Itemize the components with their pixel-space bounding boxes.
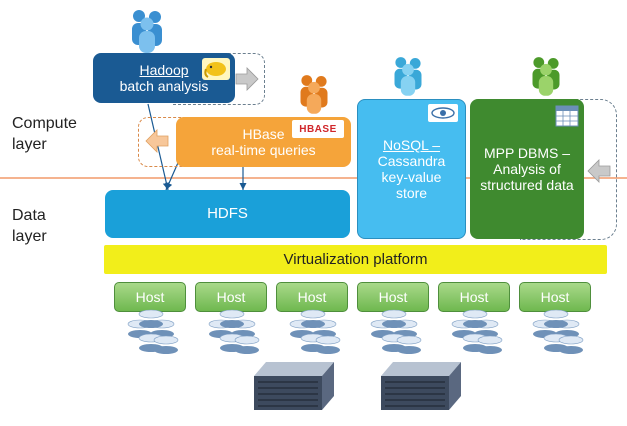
disk-stack-icon bbox=[127, 309, 179, 354]
nosql-line3: key-value bbox=[381, 169, 442, 185]
virtualization-label: Virtualization platform bbox=[283, 250, 428, 268]
disk-stack-icon bbox=[208, 309, 260, 354]
data-layer-label-line2: layer bbox=[12, 227, 47, 245]
hdfs-label: HDFS bbox=[207, 205, 248, 223]
table-grid-icon bbox=[555, 105, 579, 127]
nosql-line1: NoSQL – bbox=[382, 136, 441, 153]
compute-layer-label-line1: Compute bbox=[12, 115, 77, 132]
user-group-icon-teal bbox=[394, 57, 422, 96]
hbase-subtitle: real-time queries bbox=[211, 142, 316, 158]
hadoop-subtitle: batch analysis bbox=[119, 78, 209, 94]
host-label: Host bbox=[135, 289, 165, 305]
hadoop-to-hdfs-arrow bbox=[147, 103, 170, 191]
user-group-icon-blue bbox=[132, 10, 162, 53]
hbase-shrink-arrow-icon bbox=[145, 129, 169, 153]
host-label: Host bbox=[540, 289, 570, 305]
host-label: Host bbox=[378, 289, 408, 305]
server-icon bbox=[381, 362, 461, 410]
disk-stack-icon bbox=[289, 309, 341, 354]
nosql-line2: Cassandra bbox=[377, 152, 446, 169]
host-label: Host bbox=[216, 289, 246, 305]
host-box-6: Host bbox=[519, 282, 591, 312]
data-layer-label: Data layer bbox=[12, 206, 47, 248]
hdfs-box: HDFS bbox=[105, 190, 350, 238]
hadoop-elephant-icon bbox=[202, 58, 230, 80]
hadoop-title: Hadoop bbox=[139, 61, 189, 78]
compute-layer-label-line2: layer bbox=[12, 135, 47, 153]
cassandra-eye-icon bbox=[428, 104, 458, 122]
hadoop-box: Hadoop batch analysis bbox=[93, 53, 235, 103]
user-group-icon-orange bbox=[300, 75, 328, 114]
hbase-title: HBase bbox=[242, 125, 285, 142]
nosql-line4: store bbox=[395, 185, 428, 202]
host-label: Host bbox=[459, 289, 489, 305]
mpp-line2: Analysis of bbox=[493, 160, 561, 177]
host-label: Host bbox=[297, 289, 327, 305]
hbase-logo-text: HBASE bbox=[299, 123, 337, 135]
disk-stack-icon bbox=[451, 309, 503, 354]
hadoop-expand-arrow-icon bbox=[235, 67, 259, 91]
hbase-logo-icon: HBASE bbox=[292, 120, 344, 138]
virtualization-platform-bar: Virtualization platform bbox=[104, 245, 607, 274]
mpp-line3: structured data bbox=[480, 177, 574, 194]
host-box-5: Host bbox=[438, 282, 510, 312]
disk-stack-icon bbox=[370, 309, 422, 354]
disk-stack-icon bbox=[532, 309, 584, 354]
hbase-elastic-outline bbox=[138, 117, 198, 167]
data-layer-label-line1: Data bbox=[12, 207, 46, 224]
compute-layer-label: Compute layer bbox=[12, 114, 77, 156]
mpp-shrink-arrow-icon bbox=[587, 159, 611, 183]
server-icon bbox=[254, 362, 334, 410]
mpp-line1: MPP DBMS – bbox=[483, 144, 571, 161]
nosql-cassandra-box: NoSQL – Cassandra key-value store bbox=[357, 99, 466, 239]
user-group-icon-green bbox=[532, 57, 560, 96]
